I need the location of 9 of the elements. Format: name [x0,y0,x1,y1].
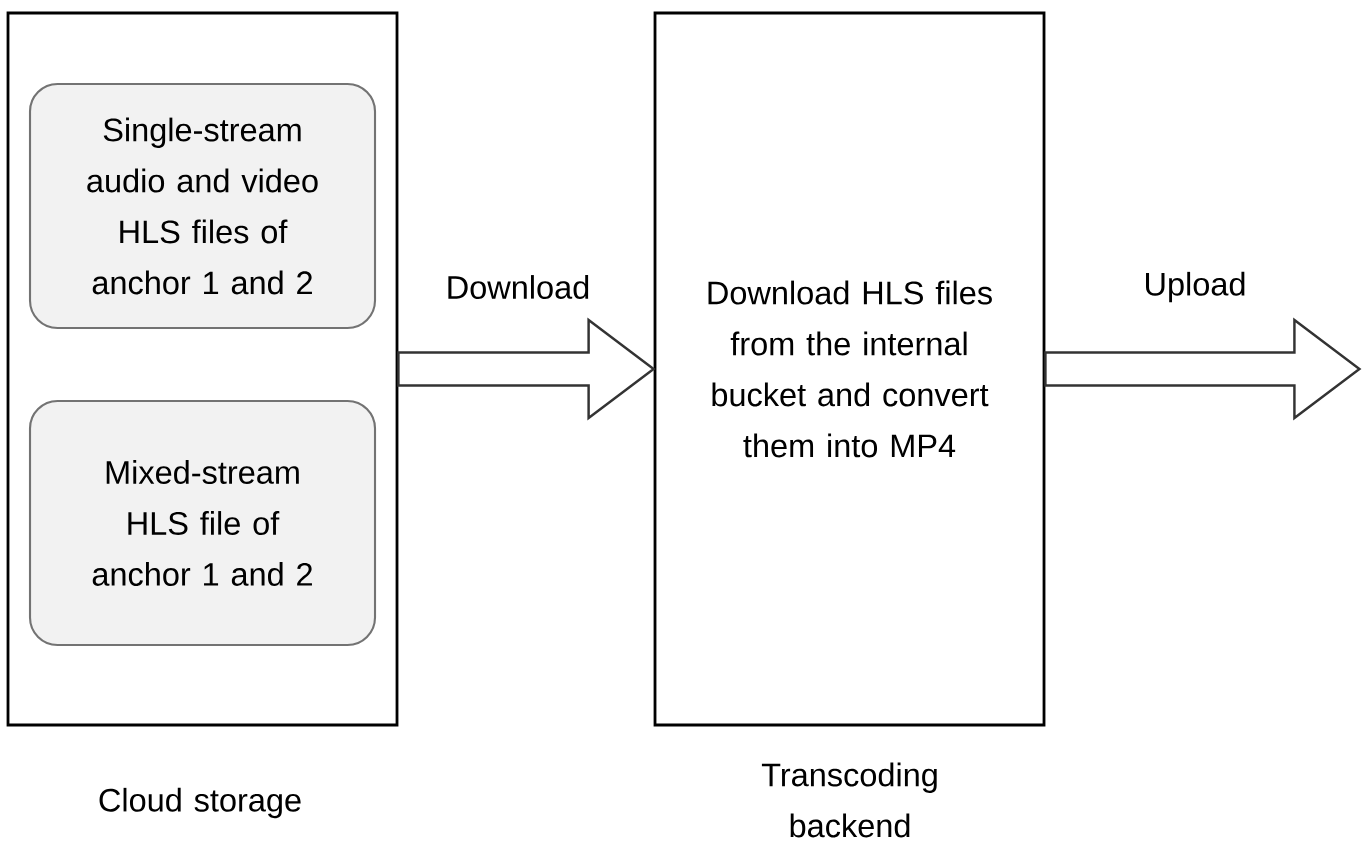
box-heading: Transcoding backend [761,762,937,838]
edge-label: Download [442,271,594,303]
rounded-box: Mixed-stream HLS file of anchor 1 and 2 [28,399,377,647]
rounded-box: Single-stream audio and video HLS files of anchor 1 and 2 [28,82,377,330]
box-heading: Cloud storage [99,787,301,819]
block-arrow [397,317,656,421]
edge-label: Upload [1140,268,1251,306]
process-box: Download HLS files from the internal bucket and convert them into MP4 [653,11,1046,727]
block-arrow [1044,317,1362,421]
